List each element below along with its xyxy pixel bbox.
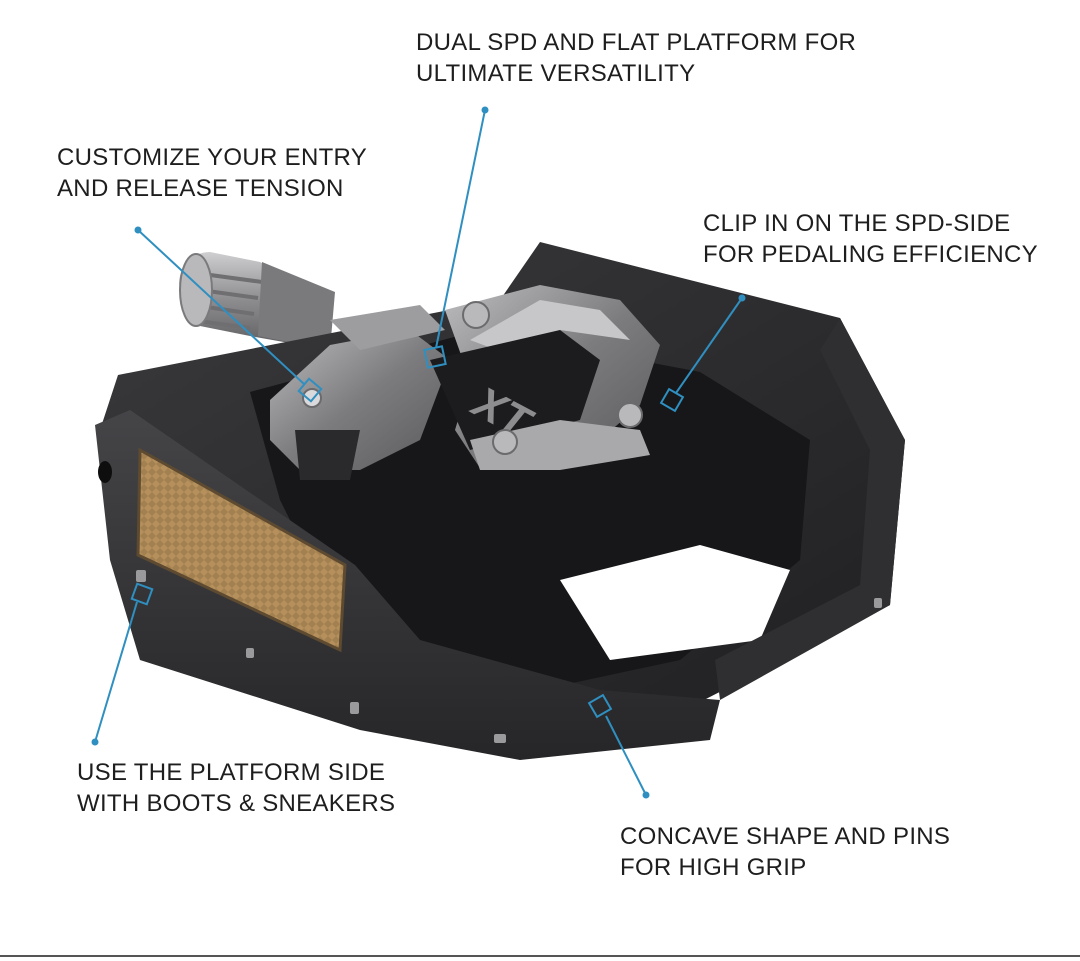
leader-dual-platform: [423, 106, 489, 369]
leader-platform-side: [91, 582, 154, 746]
callout-dual-platform: DUAL SPD AND FLAT PLATFORM FOR ULTIMATE …: [416, 27, 856, 89]
callout-line: CLIP IN ON THE SPD-SIDE: [703, 210, 1011, 237]
callout-line: CUSTOMIZE YOUR ENTRY: [57, 144, 368, 171]
reflector: [136, 447, 347, 653]
pedal-spindle: [179, 252, 335, 350]
leader-spd-side: [659, 294, 746, 413]
callout-line: AND RELEASE TENSION: [57, 175, 344, 202]
grip-pins: [136, 570, 882, 743]
callout-line: USE THE PLATFORM SIDE: [77, 759, 386, 786]
pedal-illustration: XT: [95, 242, 905, 760]
callout-line: ULTIMATE VERSATILITY: [416, 60, 696, 87]
bottom-divider: [0, 955, 1080, 957]
tension-screws: [302, 301, 643, 455]
callout-spd-side: CLIP IN ON THE SPD-SIDE FOR PEDALING EFF…: [703, 208, 1038, 270]
callout-platform-side: USE THE PLATFORM SIDE WITH BOOTS & SNEAK…: [77, 757, 395, 819]
leader-tension: [134, 226, 323, 403]
callout-line: DUAL SPD AND FLAT PLATFORM FOR: [416, 29, 857, 56]
pedal-platform-frame: [95, 242, 905, 760]
callout-line: FOR HIGH GRIP: [620, 854, 807, 881]
leader-concave: [587, 693, 650, 799]
callout-line: WITH BOOTS & SNEAKERS: [77, 790, 396, 817]
callout-line: FOR PEDALING EFFICIENCY: [703, 241, 1038, 268]
callout-line: CONCAVE SHAPE AND PINS: [620, 823, 951, 850]
callout-leaders: [91, 106, 746, 799]
spd-clip-mechanism: XT: [270, 285, 660, 480]
callout-tension: CUSTOMIZE YOUR ENTRY AND RELEASE TENSION: [57, 142, 367, 204]
callout-concave: CONCAVE SHAPE AND PINS FOR HIGH GRIP: [620, 821, 950, 883]
